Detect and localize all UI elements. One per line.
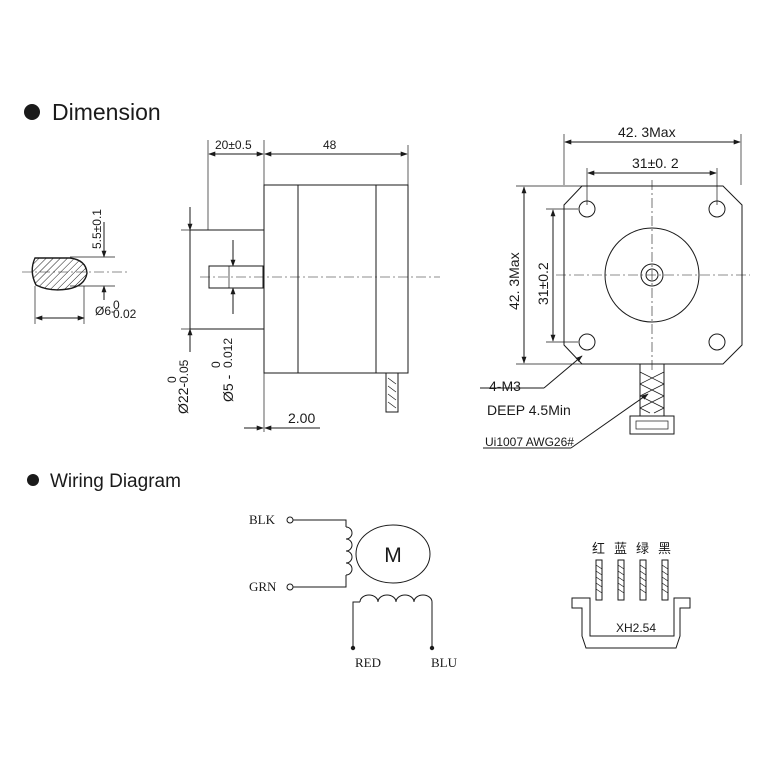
connector-model-label: XH2.54 (616, 621, 656, 635)
wiring-schematic: BLK GRN M RED BLU (249, 512, 458, 670)
connector-housing (571, 597, 691, 649)
bullet-icon (27, 474, 39, 486)
wire-label-blk: BLK (249, 512, 276, 527)
color-label-green: 绿 (636, 542, 649, 557)
dimension-heading: Dimension (24, 99, 161, 125)
cable-label: Ui1007 AWG26# (485, 435, 574, 449)
wiring-title: Wiring Diagram (50, 471, 181, 492)
wiring-heading: Wiring Diagram (27, 471, 181, 492)
shaft-side-upper: 0 (209, 361, 223, 368)
wire-label-red: RED (355, 655, 381, 670)
body-length-label: 48 (323, 138, 337, 152)
color-label-blue: 蓝 (614, 542, 627, 557)
motor-body (263, 184, 409, 374)
dimension-title: Dimension (52, 99, 161, 125)
wire-label-grn: GRN (249, 579, 277, 594)
coil-b (359, 594, 433, 603)
front-shaft-outer (640, 263, 664, 287)
flat-height-label: 5.5±0.1 (90, 209, 104, 249)
coil-a-lead-bottom (293, 575, 347, 588)
shaft-diameter-lower: 0.02 (113, 307, 137, 321)
front-width-label: 42. 3Max (618, 124, 676, 140)
shaft-cross-section: 5.5±0.1 Ø6- 0 0.02 (22, 209, 137, 324)
depth-label: DEEP 4.5Min (487, 402, 571, 418)
motor-symbol-label: M (384, 544, 402, 567)
cable-connector (629, 415, 675, 435)
shaft-diameter-label: Ø6- (95, 304, 115, 318)
coil-b-lead-left (352, 601, 360, 646)
mount-hole (708, 333, 726, 351)
coil-a (345, 526, 353, 576)
shaft-diameter-upper: 0 (113, 298, 120, 312)
connector-pins (595, 559, 669, 601)
motor-symbol (355, 524, 431, 584)
terminal-red (350, 645, 356, 651)
front-height-label: 42. 3Max (506, 252, 522, 310)
hole-spacing-x-label: 31±0. 2 (632, 155, 679, 171)
shaft-diameter-side-label: Ø5 - (220, 374, 236, 402)
xh-connector: 红 蓝 绿 黑 XH2.54 (571, 541, 691, 649)
mount-hole (578, 200, 596, 218)
screw-label: 4-M3 (489, 378, 521, 394)
boss-diameter-label: Ø22- (175, 383, 191, 414)
shaft-section-shape (31, 257, 88, 291)
coil-a-lead-top (293, 519, 347, 527)
boss-diameter-upper: 0 (165, 376, 179, 383)
terminal-grn (286, 583, 294, 591)
shaft-length-label: 20±0.5 (215, 138, 252, 152)
color-label-red: 红 (592, 541, 605, 557)
shaft-side-lower: 0.012 (221, 338, 235, 368)
front-boss-circle (604, 227, 700, 323)
mount-hole (708, 200, 726, 218)
mount-hole (578, 333, 596, 351)
terminal-blk (286, 516, 294, 524)
side-view: 20±0.5 48 Ø22- 0 0.05 Ø5 - 0 0.012 2.00 (165, 138, 440, 432)
hole-spacing-y-label: 31±0.2 (535, 262, 551, 305)
boss-depth-label: 2.00 (288, 410, 315, 426)
motor-flange (563, 185, 743, 365)
boss-diameter-lower: 0.05 (177, 359, 191, 383)
front-view: 42. 3Max 31±0. 2 42. 3Max 31±0.2 (480, 124, 750, 449)
front-shaft-inner (645, 268, 659, 282)
wire-label-blu: BLU (431, 655, 458, 670)
color-label-black: 黑 (658, 542, 671, 557)
motor-boss (189, 229, 265, 330)
bullet-icon (24, 104, 40, 120)
terminal-blu (429, 645, 435, 651)
